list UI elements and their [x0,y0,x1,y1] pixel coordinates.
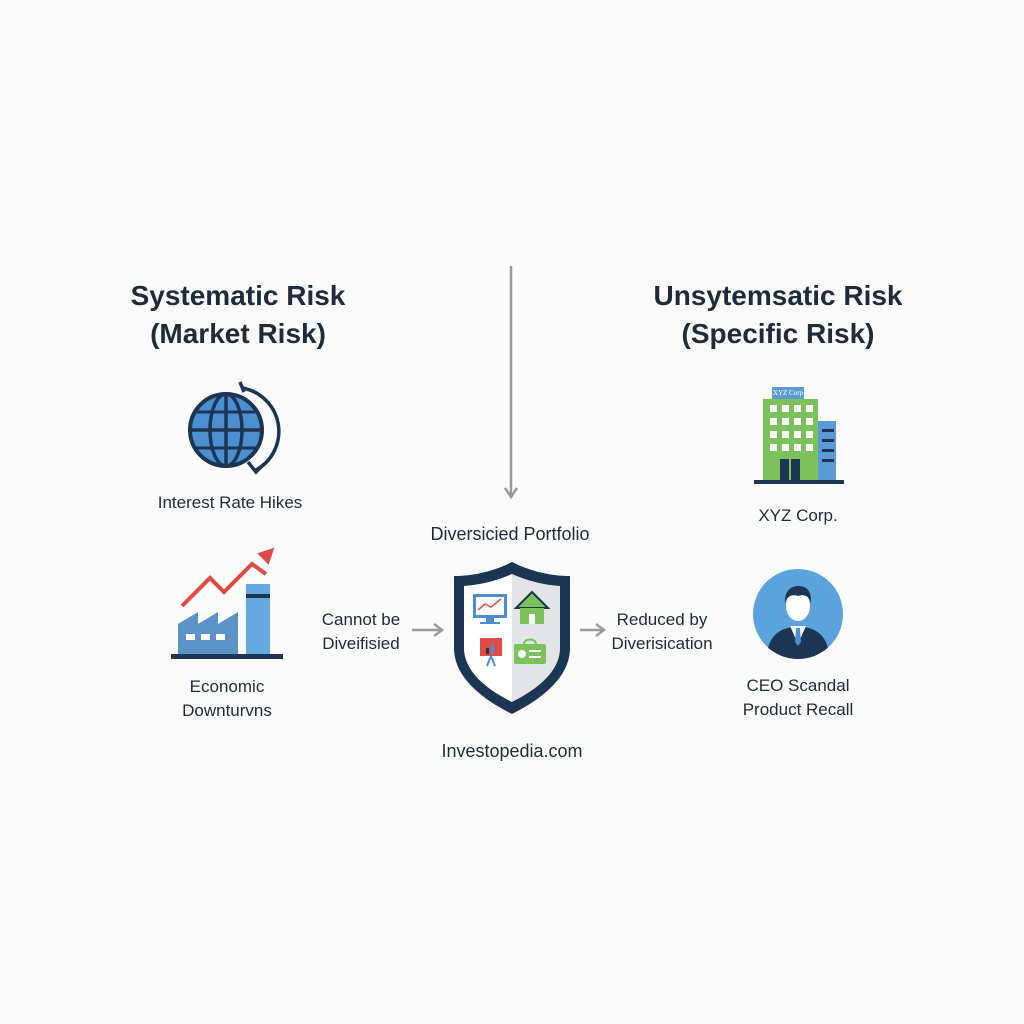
note-line: Diverisication [611,634,713,653]
ceo-scandal-label: CEO Scandal Product Recall [678,674,918,722]
note-line: Diveifisied [322,634,400,653]
title-line: Systematic Risk [130,280,346,311]
label-line: Downturvns [182,701,272,720]
shield-icon [454,562,570,714]
note-line: Reduced by [616,610,708,629]
factory-icon [171,547,283,659]
xyz-corp-label: XYZ Corp. [758,506,838,525]
building-icon: XYZ Corp [754,385,844,487]
money-icon [514,638,546,664]
portfolio-title: Diversicied Portfolio [430,524,590,544]
investopedia-footer: Investopedia.com [441,741,583,761]
label-line: Product Recall [742,700,854,719]
label-line: Economic [189,677,265,696]
interest-rate-hikes-label: Interest Rate Hikes [157,493,303,512]
systematic-risk-title: Systematic Risk (Market Risk) [78,277,398,353]
house-icon [513,590,551,624]
cannot-be-diversified-note: Cannot be Diveifisied [241,608,481,656]
reduced-by-diversification-note: Reduced by Diverisication [542,608,782,656]
arrow-right-icon [412,623,445,637]
title-line: Unsytemsatic Risk [653,280,903,311]
monitor-chart-icon [473,594,507,624]
presentation-chart-icon [480,638,502,667]
unsystematic-risk-title: Unsytemsatic Risk (Specific Risk) [618,277,938,353]
building-sign: XYZ Corp [772,389,804,397]
label-line: CEO Scandal [746,676,850,695]
arrow-right-icon [580,623,607,637]
title-line: (Market Risk) [150,318,326,349]
note-line: Cannot be [321,610,401,629]
economic-downturns-label: Economic Downturvns [107,675,347,723]
vertical-arrow [503,266,519,500]
globe-icon [188,381,281,475]
person-icon [753,569,843,659]
title-line: (Specific Risk) [681,318,875,349]
